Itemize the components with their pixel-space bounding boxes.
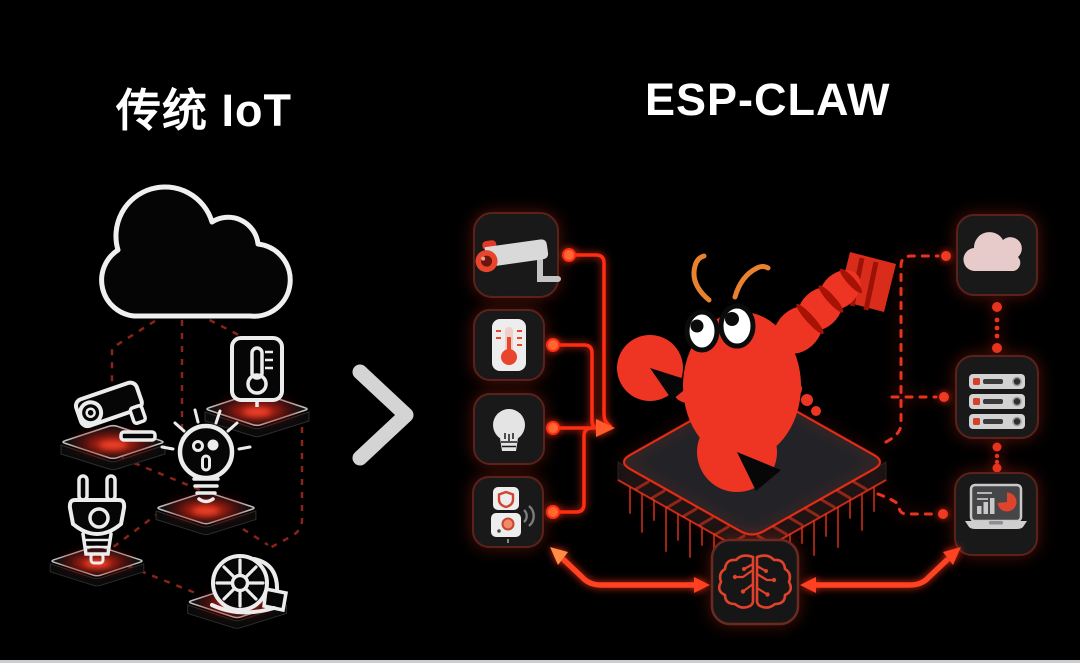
- light-bulb-icon: [493, 409, 525, 451]
- chip-side-ticks: [634, 480, 868, 545]
- lobster-front-claw: [697, 412, 781, 492]
- thermometer-icon: [230, 336, 284, 407]
- cctv-camera-icon: [475, 239, 561, 282]
- cctv-camera-icon: [73, 380, 157, 442]
- chevron-right-icon: [352, 364, 414, 466]
- smart-sensor-icon: [491, 487, 535, 543]
- input-links: [556, 253, 615, 514]
- analytics-laptop-icon: [965, 483, 1027, 529]
- output-link-dots: [938, 251, 951, 519]
- right-title: ESP-CLAW: [645, 74, 891, 125]
- ai-flow-left: [550, 547, 710, 593]
- ai-tile-brain: [710, 538, 800, 626]
- esp-claw-diagram: [472, 212, 1039, 626]
- output-links: [876, 254, 940, 516]
- circuit-brain-icon: [717, 554, 793, 609]
- bottom-strip: [0, 660, 1080, 663]
- power-plug-icon: [67, 474, 127, 565]
- output-tile-dashboard: [954, 472, 1038, 556]
- fan-icon: [210, 554, 289, 615]
- thermometer-icon: [492, 319, 526, 371]
- ai-flow-right: [800, 547, 961, 593]
- lobster-mascot: [617, 252, 896, 492]
- input-tile-bulb: [473, 393, 545, 465]
- traditional-iot-diagram: [50, 184, 309, 628]
- lobster-legs: [788, 382, 821, 416]
- platform: [156, 492, 256, 534]
- input-tile-sensor: [472, 476, 544, 548]
- lobster-antennae: [691, 253, 771, 303]
- output-chain-dots: [992, 302, 1002, 473]
- lobster-eyes: [684, 303, 756, 353]
- server-stack-icon: [969, 374, 1025, 429]
- cloud-icon: [963, 232, 1022, 272]
- cloud-icon: [99, 184, 293, 319]
- output-tile-servers: [955, 355, 1039, 439]
- left-title: 传统 IoT: [116, 85, 292, 136]
- platform: [50, 546, 144, 586]
- input-link-dots: [546, 248, 576, 519]
- light-bulb-icon: [160, 408, 252, 504]
- input-tile-camera: [473, 212, 561, 298]
- output-tile-cloud: [956, 214, 1038, 296]
- input-tile-thermometer: [473, 309, 545, 381]
